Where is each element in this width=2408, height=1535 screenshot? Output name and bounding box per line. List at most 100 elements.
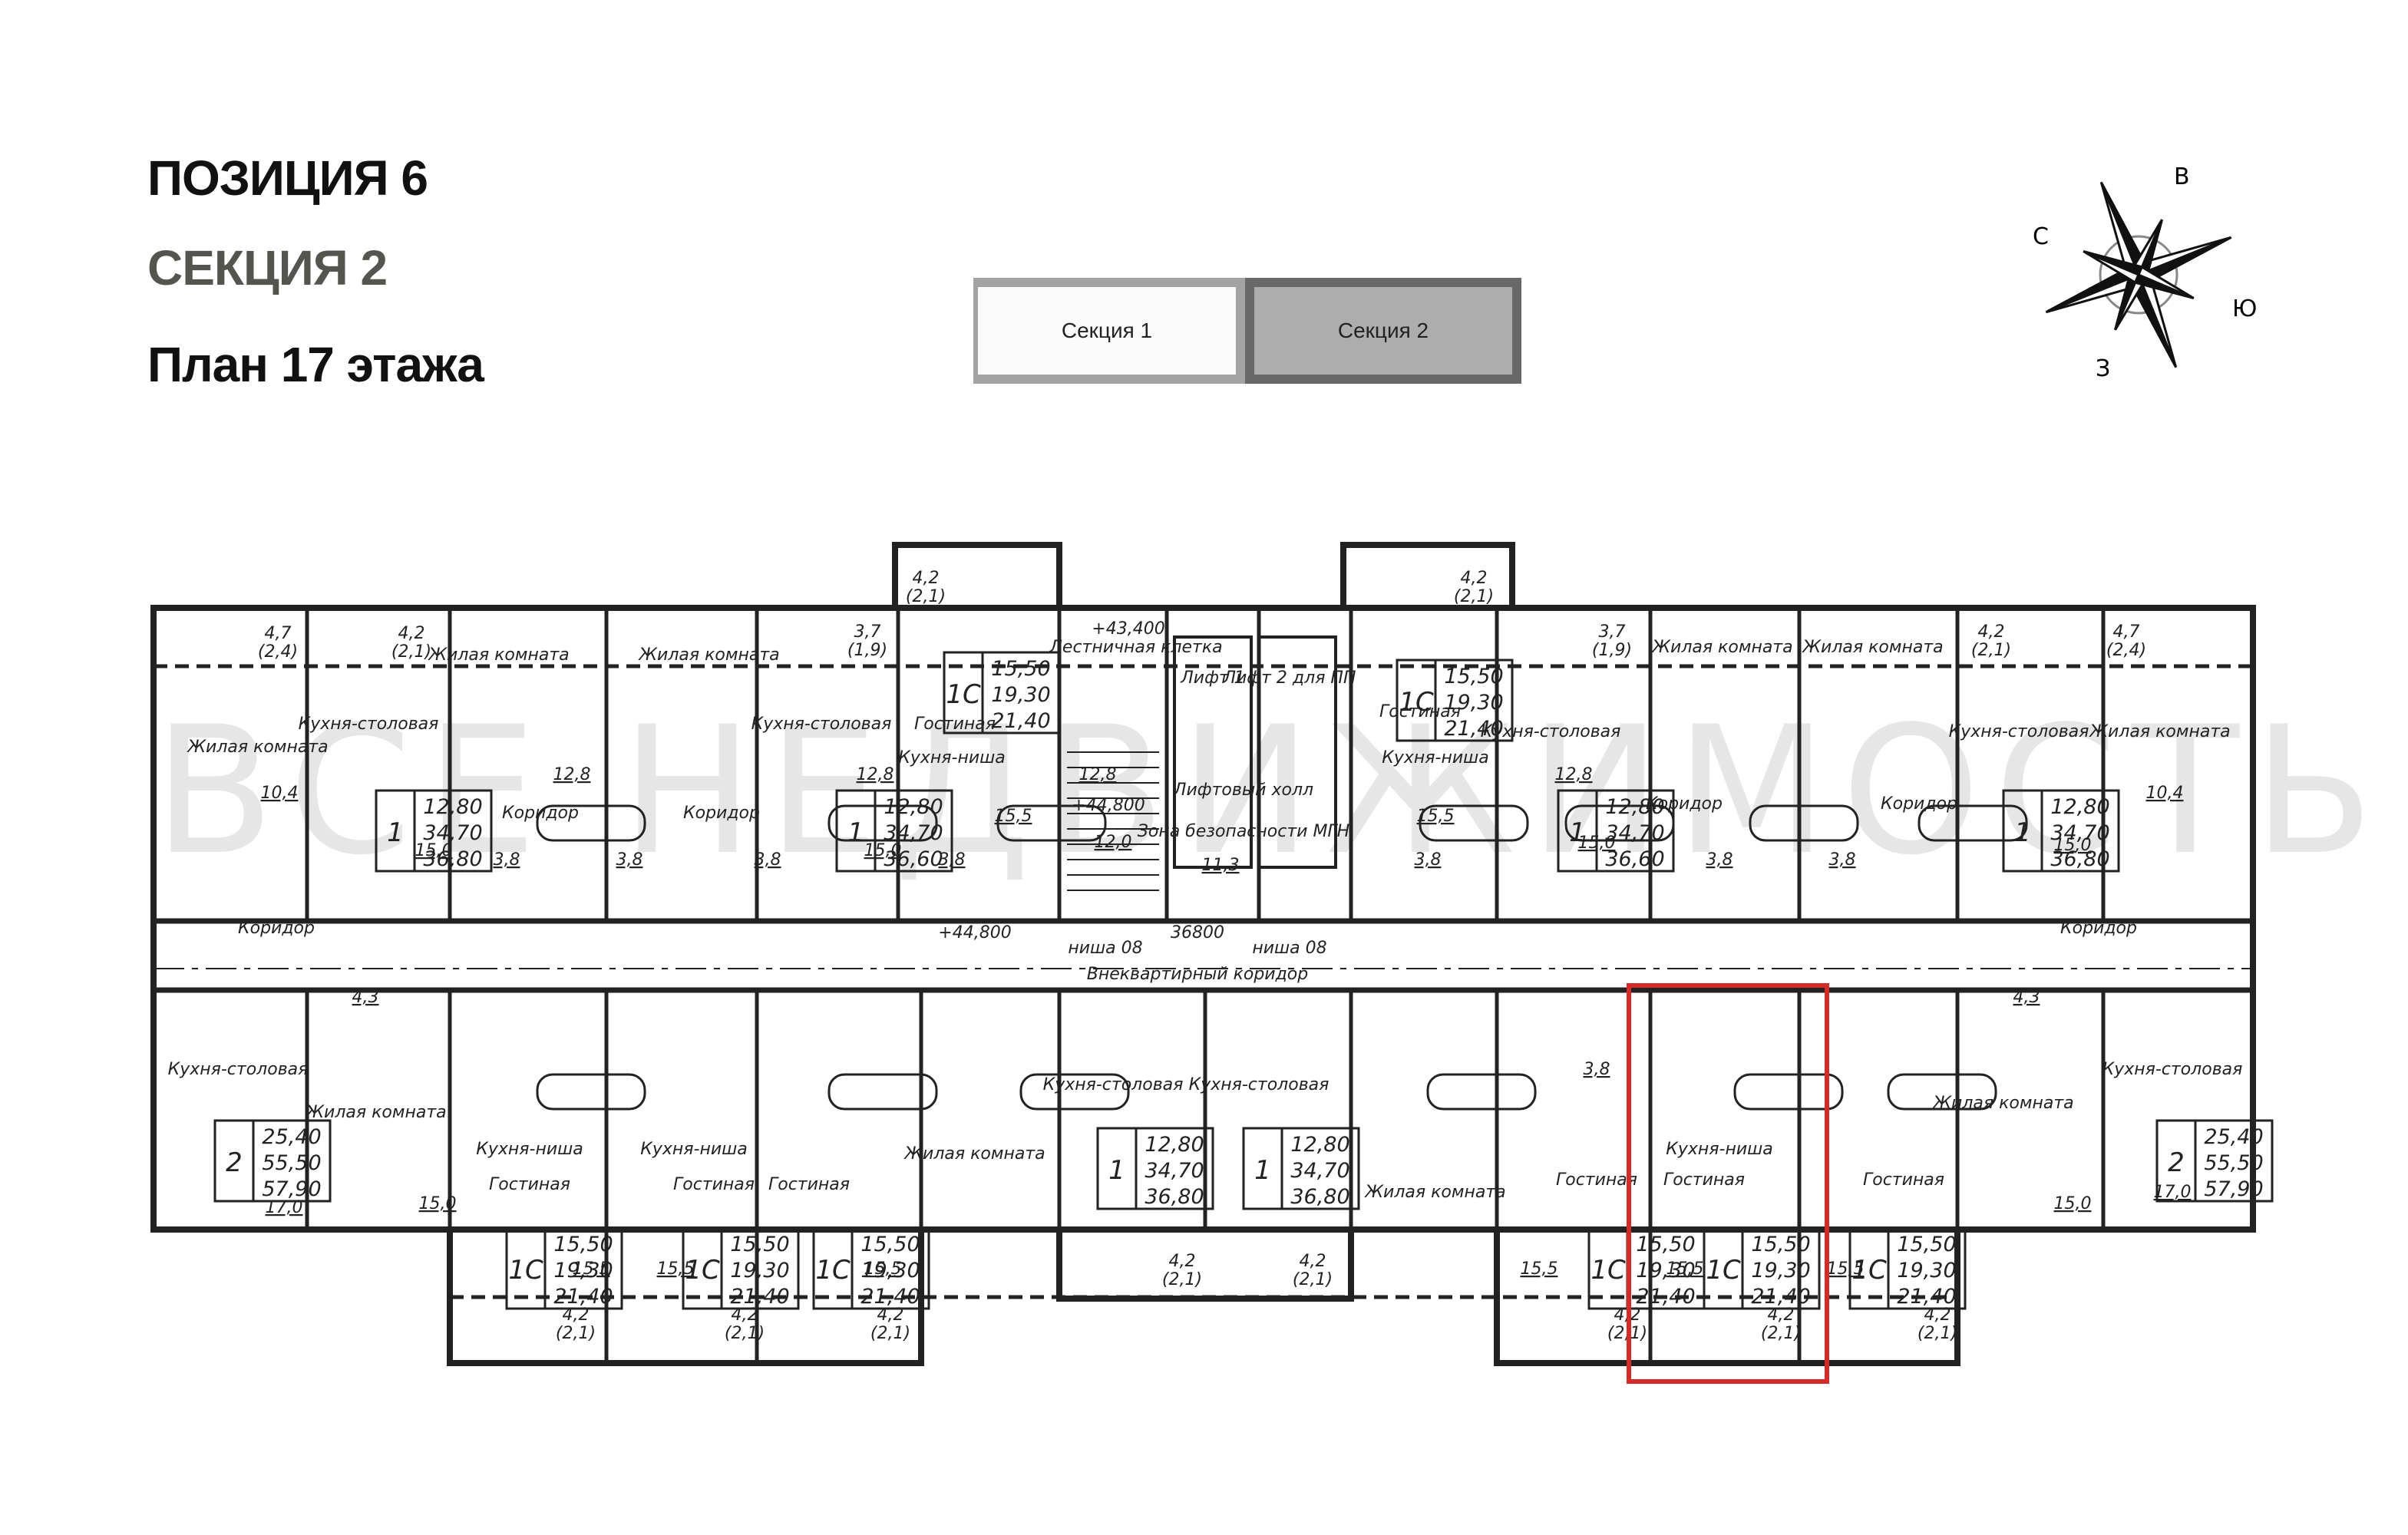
room-label: Гостиная <box>1863 1170 1944 1190</box>
apartment-type: 1С <box>685 1255 720 1286</box>
living-area: 15,50 <box>860 1233 920 1256</box>
room-area: 3,8 <box>939 850 966 870</box>
room-area: 17,0 <box>2154 1183 2192 1202</box>
room-label: Лифт 2 для ПП <box>1222 668 1356 688</box>
total-area: 19,30 <box>1636 1259 1695 1282</box>
room-label: Коридор <box>1646 794 1723 814</box>
elevation-mark: +43,400 <box>1092 619 1164 639</box>
balcony-area: 4,2(2,1) <box>725 1306 765 1343</box>
bathtub-icon <box>1426 1073 1537 1111</box>
full-area: 57,90 <box>2204 1177 2263 1201</box>
room-label: Жилая комната <box>304 1103 446 1122</box>
room-label: Кухня-столовая <box>1949 722 2089 741</box>
balcony-area: 3,7(1,9) <box>1592 622 1632 660</box>
total-area: 34,70 <box>1145 1159 1204 1183</box>
room-label: Жилая комната <box>2088 722 2230 741</box>
room-area: 15,0 <box>419 1194 457 1213</box>
apartment-type: 1 <box>1108 1155 1125 1186</box>
room-label: Жилая комната <box>1363 1183 1505 1202</box>
full-area: 21,40 <box>1751 1285 1810 1309</box>
total-area: 34,70 <box>884 821 943 845</box>
elevation-mark: ниша 08 <box>1068 939 1142 958</box>
room-label: Кухня-ниша <box>1382 748 1489 768</box>
balcony-area: 4,2(2,1) <box>1917 1306 1957 1343</box>
full-area: 57,90 <box>262 1177 321 1201</box>
room-label: Жилая комната <box>186 738 328 757</box>
living-area: 15,50 <box>553 1233 613 1256</box>
room-label: Жилая комната <box>1801 638 1943 657</box>
living-area: 15,50 <box>730 1233 789 1256</box>
room-label: Жилая комната <box>1931 1094 2073 1113</box>
apartment-area-box[interactable]: 1С 15,50 19,30 21,40 <box>682 1226 800 1310</box>
total-area: 19,30 <box>1751 1259 1810 1282</box>
room-label: Лифт 1 <box>1180 668 1244 688</box>
full-area: 21,40 <box>1897 1285 1956 1309</box>
room-area: 15,0 <box>864 841 902 860</box>
total-area: 34,70 <box>2050 821 2109 845</box>
room-label: Коридор <box>502 804 579 823</box>
room-label: Кухня-столовая <box>1043 1075 1184 1094</box>
apartment-type: 1 <box>1569 817 1586 848</box>
room-area: 15,5 <box>657 1259 695 1279</box>
tab-section-2[interactable]: Секция 2 <box>1245 278 1521 384</box>
full-area: 21,40 <box>730 1285 789 1309</box>
room-label: Кухня-столовая <box>1481 722 1621 741</box>
full-area: 36,80 <box>1145 1185 1204 1209</box>
room-area: 15,5 <box>1521 1259 1558 1279</box>
balcony-area: 4,2(2,1) <box>391 624 431 662</box>
room-area: 17,0 <box>266 1198 303 1217</box>
room-label: Коридор <box>2060 919 2137 938</box>
floor-plan-title: План 17 этажа <box>147 337 484 392</box>
apartment-type: 1 <box>387 817 404 848</box>
room-label: Жилая комната <box>637 645 779 665</box>
section-tabs: Секция 1 Секция 2 <box>973 278 1521 384</box>
room-label: Зона безопасности МГН <box>1138 822 1349 841</box>
apartment-type: 2 <box>2168 1147 2185 1178</box>
total-area: 19,30 <box>991 683 1050 707</box>
living-area: 12,80 <box>1290 1133 1349 1157</box>
apartment-type: 2 <box>226 1147 243 1178</box>
room-area: 15,5 <box>573 1259 610 1279</box>
total-area: 34,70 <box>1290 1159 1349 1183</box>
living-area: 12,80 <box>884 795 943 819</box>
room-label: Жилая комната <box>427 645 569 665</box>
total-area: 19,30 <box>730 1259 789 1282</box>
room-area: 12,8 <box>553 765 591 784</box>
full-area: 21,40 <box>553 1285 613 1309</box>
full-area: 36,60 <box>1605 847 1664 871</box>
room-area: 11,3 <box>1202 856 1240 875</box>
room-area: 10,4 <box>261 784 299 803</box>
living-area: 12,80 <box>423 795 482 819</box>
apartment-type: 1С <box>1399 687 1434 718</box>
room-area: 12,8 <box>1555 765 1593 784</box>
apartment-type: 1 <box>2014 817 2031 848</box>
room-area: 12,0 <box>1095 833 1132 852</box>
bathtub-icon <box>996 804 1107 842</box>
room-area: 3,8 <box>755 850 781 870</box>
full-area: 21,40 <box>1444 717 1503 741</box>
room-label: Кухня-столовая <box>299 715 439 734</box>
selected-apartment-highlight[interactable] <box>1627 983 1829 1384</box>
tab-section-1[interactable]: Секция 1 <box>973 278 1245 384</box>
room-area: 12,8 <box>1079 765 1117 784</box>
elevation-mark: 36800 <box>1171 923 1224 942</box>
apartment-type: 1С <box>815 1255 851 1286</box>
balcony-area: 4,2(2,1) <box>1761 1306 1801 1343</box>
total-area: 34,70 <box>1605 821 1664 845</box>
